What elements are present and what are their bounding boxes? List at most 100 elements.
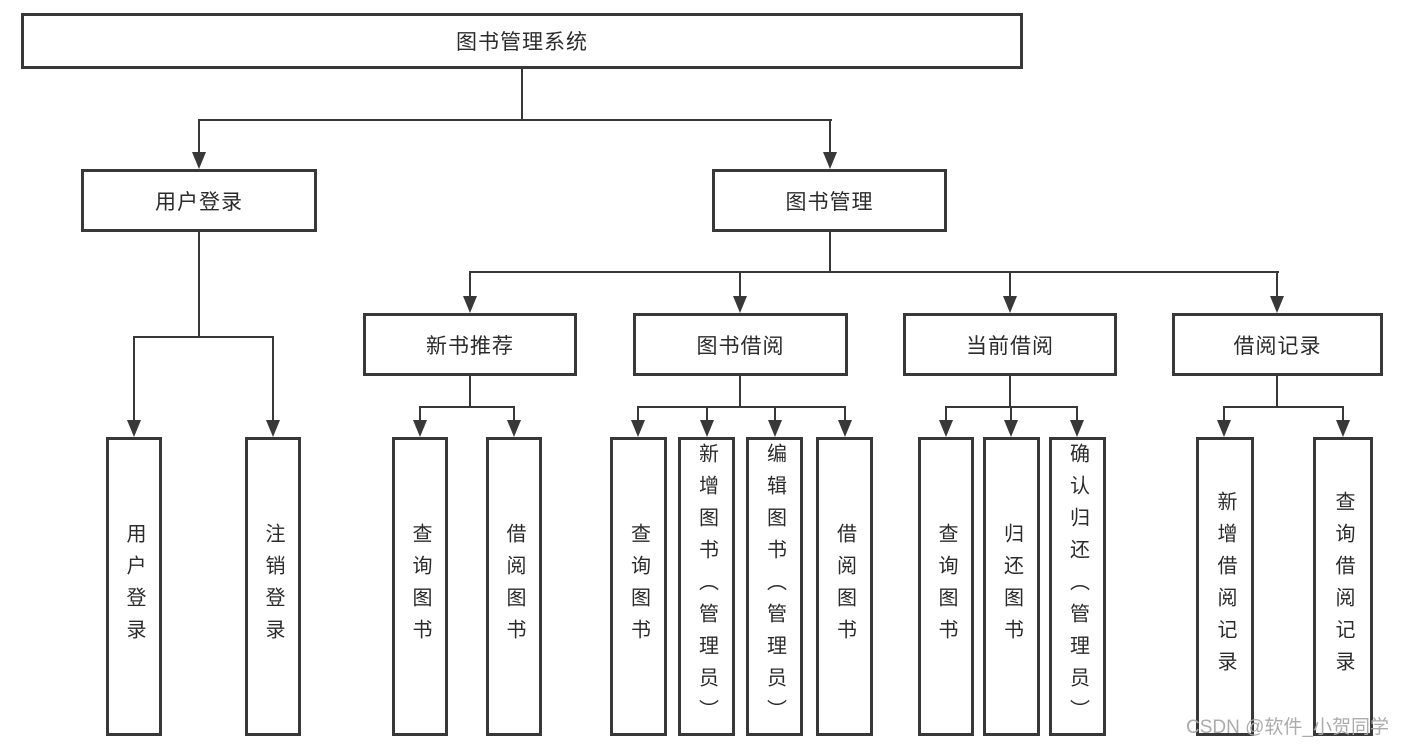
arrow-head-icon [1336,420,1350,437]
arrow-head-icon [413,420,427,437]
arrow-head-icon [631,420,645,437]
leaf-user-login-label: 用户登录 [123,522,145,651]
leaf-add-borrow-record: 新增借阅记录 [1196,437,1254,736]
connector-line [198,119,832,121]
arrow-down-connector [413,407,427,437]
arrow-head-icon [700,420,714,437]
arrow-down-connector [1004,407,1018,437]
watermark: CSDN @软件_小贺同学 [1186,717,1389,738]
arrow-stem [774,407,776,422]
arrow-down-connector [838,407,852,437]
arrow-stem [133,337,135,422]
leaf-add-borrow-record-label: 新增借阅记录 [1214,490,1236,683]
arrow-down-connector [266,337,280,437]
arrow-down-connector [700,407,714,437]
node-borrowing-records: 借阅记录 [1172,313,1383,376]
arrow-stem [272,337,274,422]
arrow-head-icon [823,152,837,169]
leaf-borrow-book-label: 借阅图书 [833,522,856,651]
leaf-query-book-recommend: 查询图书 [392,437,448,736]
arrow-head-icon [1070,420,1084,437]
node-user-login-label: 用户登录 [155,190,243,214]
arrow-head-icon [1003,296,1017,313]
node-current-borrowing-label: 当前借阅 [966,334,1054,358]
arrow-down-connector [1336,407,1350,437]
arrow-stem [1076,407,1078,422]
leaf-query-book-borrowing-label: 查询图书 [627,522,650,651]
connector-line [637,406,846,408]
leaf-return-book-label: 归还图书 [1000,522,1023,651]
arrow-head-icon [1004,420,1018,437]
leaf-query-book-current-label: 查询图书 [935,522,957,651]
arrow-head-icon [192,152,206,169]
connector-line [469,271,1279,273]
connector-line [419,406,515,408]
arrow-down-connector [1070,407,1084,437]
leaf-borrow-book: 借阅图书 [816,437,873,736]
leaf-user-login: 用户登录 [106,437,162,736]
arrow-stem [706,407,708,422]
connector-line [1276,376,1278,407]
arrow-head-icon [838,420,852,437]
node-library-system-label: 图书管理系统 [456,31,588,54]
arrow-stem [739,272,741,298]
arrow-down-connector [631,407,645,437]
leaf-borrow-book-recommend: 借阅图书 [486,437,542,736]
leaf-edit-book-admin-label: 编辑图书（管理员） [763,442,786,731]
arrow-head-icon [266,420,280,437]
arrow-stem [1010,407,1012,422]
arrow-down-connector [823,120,837,169]
arrow-head-icon [768,420,782,437]
arrow-down-connector [1270,272,1284,313]
arrow-stem [513,407,515,422]
node-book-management: 图书管理 [712,169,947,232]
arrow-stem [1009,272,1011,298]
leaf-logout-label: 注销登录 [262,522,284,651]
leaf-add-book-admin-label: 新增图书（管理员） [695,442,718,731]
node-new-book-recommend-label: 新书推荐 [426,334,514,358]
arrow-stem [419,407,421,422]
connector-line [521,69,523,120]
arrow-down-connector [127,337,141,437]
arrow-down-connector [192,120,206,169]
connector-line [198,232,200,337]
arrow-stem [469,272,471,298]
arrow-stem [1223,407,1225,422]
node-new-book-recommend: 新书推荐 [363,313,577,376]
arrow-head-icon [733,296,747,313]
leaf-add-book-admin: 新增图书（管理员） [678,437,735,736]
connector-line [739,376,741,407]
node-book-management-label: 图书管理 [785,190,874,214]
arrow-down-connector [939,407,953,437]
arrow-stem [198,120,200,154]
arrow-down-connector [1217,407,1231,437]
leaf-query-book-borrowing: 查询图书 [610,437,667,736]
leaf-query-borrow-record-label: 查询借阅记录 [1332,490,1354,683]
connector-line [1223,406,1344,408]
node-current-borrowing: 当前借阅 [903,313,1117,376]
node-user-login: 用户登录 [81,169,317,232]
arrow-down-connector [507,407,521,437]
leaf-logout: 注销登录 [245,437,301,736]
node-book-borrowing-label: 图书借阅 [696,334,785,358]
leaf-borrow-book-recommend-label: 借阅图书 [503,522,525,651]
arrow-down-connector [1003,272,1017,313]
arrow-head-icon [127,420,141,437]
arrow-stem [1276,272,1278,298]
arrow-stem [945,407,947,422]
arrow-head-icon [1217,420,1231,437]
node-book-borrowing: 图书借阅 [633,313,848,376]
connector-line [469,376,471,407]
arrow-stem [1342,407,1344,422]
arrow-head-icon [939,420,953,437]
leaf-query-book-recommend-label: 查询图书 [409,522,431,651]
connector-line [133,336,274,338]
arrow-stem [829,120,831,154]
leaf-query-book-current: 查询图书 [918,437,974,736]
leaf-confirm-return-admin: 确认归还（管理员） [1049,437,1106,736]
connector-line [829,232,831,272]
arrow-down-connector [768,407,782,437]
arrow-head-icon [507,420,521,437]
arrow-down-connector [463,272,477,313]
